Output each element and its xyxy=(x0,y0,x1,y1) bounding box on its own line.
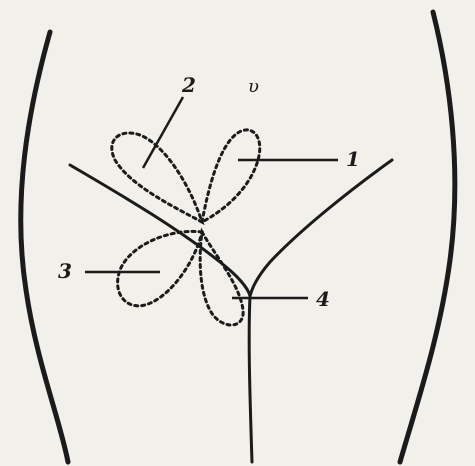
label-3: 3 xyxy=(58,259,72,283)
label-2: 2 xyxy=(181,73,196,97)
leader-line-2 xyxy=(143,97,183,168)
midline xyxy=(249,296,252,462)
label-4: 4 xyxy=(316,287,330,311)
left-groin-line xyxy=(70,165,250,296)
lobe-1-outline xyxy=(202,130,260,222)
label-mark: υ xyxy=(248,76,259,97)
lobe-3-outline xyxy=(118,231,202,305)
label-1: 1 xyxy=(346,147,360,171)
left-body-contour xyxy=(21,32,68,462)
right-body-contour xyxy=(400,12,455,462)
lobe-2-outline xyxy=(112,133,202,222)
right-groin-line xyxy=(250,160,392,296)
